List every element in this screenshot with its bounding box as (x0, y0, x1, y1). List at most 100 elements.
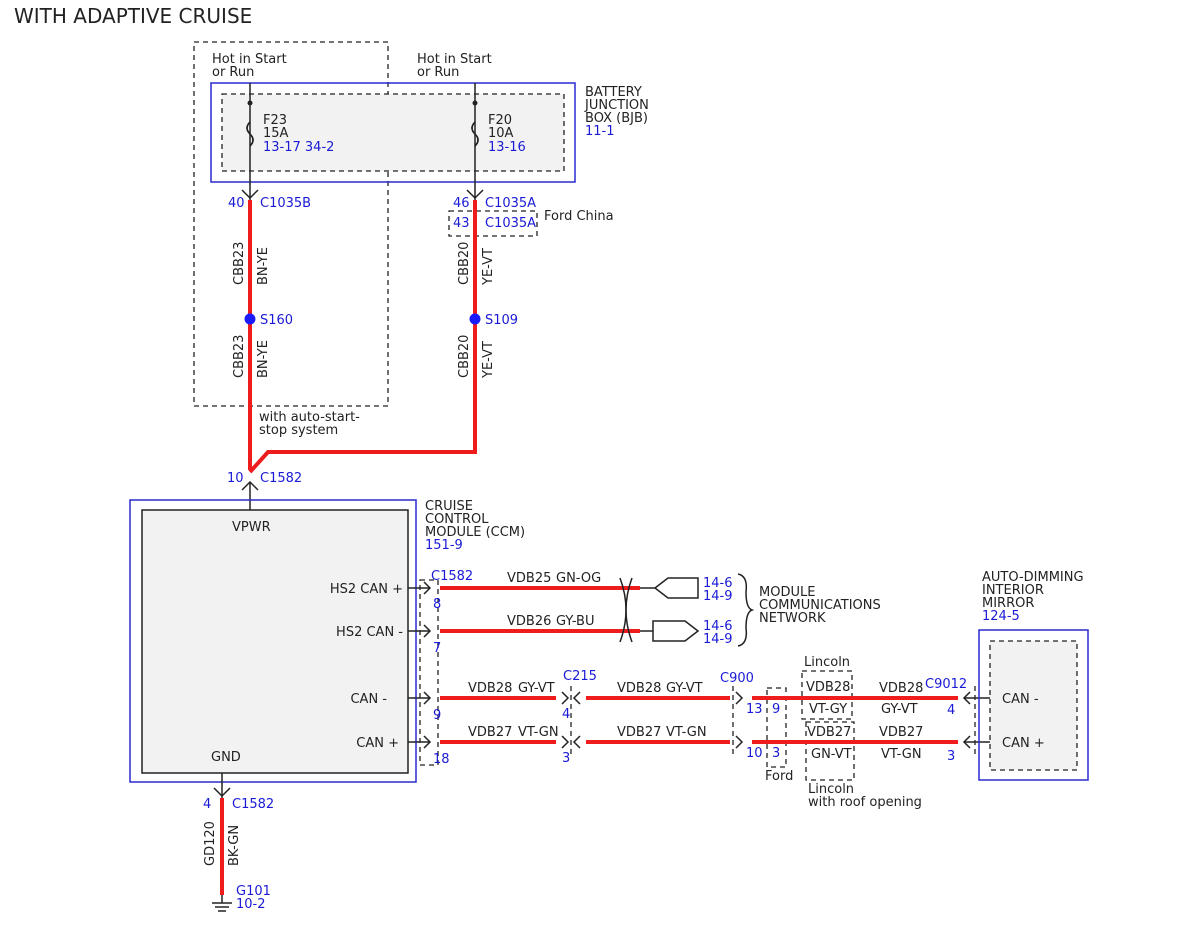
splice-s109 (469, 313, 481, 325)
hot-label-left-1: Hot in Start (212, 52, 287, 67)
connector-chevron-icon (572, 691, 581, 705)
ccm-name-1: CRUISE (425, 499, 473, 514)
c900-pin10: 10 (746, 746, 763, 761)
c215-pin4: 4 (562, 707, 570, 722)
vdb28-color-3: GY-VT (881, 702, 918, 717)
lincoln-vdb28: VDB28 (806, 680, 850, 695)
lincoln-roof-2: with roof opening (808, 795, 922, 810)
f23-amps: 15A (263, 126, 289, 141)
china-conn: C1035A (485, 216, 536, 231)
vdb26-color: GY-BU (556, 614, 595, 629)
ford-pin3: 3 (772, 746, 780, 761)
ccm-in-conn: C1582 (260, 471, 302, 486)
cbb23-color-lower: BN-YE (256, 340, 271, 378)
china-pin: 43 (453, 216, 470, 231)
connector-chevron-icon (423, 581, 432, 595)
page-title: WITH ADAPTIVE CRUISE (14, 4, 252, 28)
off-page-arrow-icon (653, 577, 699, 599)
c1582-label: C1582 (431, 569, 473, 584)
vdb28-circuit-3: VDB28 (879, 681, 923, 696)
f20-amps: 10A (488, 126, 514, 141)
ford-china-label: Ford China (544, 209, 614, 224)
c1035a-name: C1035A (485, 196, 536, 211)
ford-label: Ford (765, 769, 793, 784)
c1582-pin18: 18 (433, 752, 450, 767)
c9012-label: C9012 (925, 677, 967, 692)
vdb25-circuit: VDB25 (507, 571, 551, 586)
vdb27-circuit-3: VDB27 (879, 725, 923, 740)
ccm-gnd: GND (211, 750, 241, 765)
c1582-output-connector (419, 579, 439, 766)
hot-label-right-1: Hot in Start (417, 52, 492, 67)
gd120-color: BK-GN (227, 825, 242, 866)
ccm-outline (129, 499, 417, 783)
net-ref-a1: 14-6 (703, 576, 733, 591)
ccm-name-3: MODULE (CCM) (425, 525, 525, 540)
connector-chevron-icon (423, 735, 432, 749)
ccm-vpwr: VPWR (232, 520, 271, 535)
vdb28-circuit-1: VDB28 (468, 681, 512, 696)
hot-label-right-2: or Run (417, 65, 459, 80)
ford-china-box (448, 210, 538, 237)
vdb27-circuit-1: VDB27 (468, 725, 512, 740)
cbb20-circuit-upper: CBB20 (457, 242, 472, 285)
network-name-3: NETWORK (759, 611, 826, 626)
bjb-inner (221, 93, 565, 172)
c1035b-pin: 40 (228, 196, 245, 211)
net-ref-b2: 14-9 (703, 632, 733, 647)
c215-label: C215 (563, 669, 597, 684)
ford-pin9: 9 (772, 702, 780, 717)
bjb-ref: 11-1 (585, 124, 615, 139)
mirror-name-2: INTERIOR (982, 583, 1044, 598)
c1582-pin9: 9 (433, 708, 441, 723)
ccm-hs2-can-plus: HS2 CAN + (330, 582, 403, 597)
lincoln-roof-box (805, 721, 855, 781)
wire-cbb20 (248, 200, 477, 474)
mirror-name-3: MIRROR (982, 596, 1034, 611)
mirror-can-plus: CAN + (1002, 736, 1045, 751)
connector-chevron-icon (466, 189, 484, 200)
cbb23-color-upper: BN-YE (256, 247, 271, 285)
gd120-circuit: GD120 (203, 821, 218, 866)
connector-chevron-icon (561, 735, 570, 749)
f23-name: F23 (263, 113, 287, 128)
fuse-icon (246, 121, 254, 147)
ccm-can-minus: CAN - (350, 692, 387, 707)
c1035b-name: C1035B (260, 196, 311, 211)
vdb27-circuit-2: VDB27 (617, 725, 661, 740)
connector-chevron-icon (241, 189, 259, 200)
c1035a-pin: 46 (453, 196, 470, 211)
vdb26-circuit: VDB26 (507, 614, 551, 629)
ccm-in-pin: 10 (227, 471, 244, 486)
c215-pin3: 3 (562, 751, 570, 766)
c1582-pin7: 7 (433, 641, 441, 656)
ccm-name-2: CONTROL (425, 512, 489, 527)
s109-label: S109 (485, 313, 518, 328)
vdb28-color-1: GY-VT (518, 681, 555, 696)
c900-label: C900 (720, 671, 754, 686)
lincoln-label: Lincoln (804, 655, 850, 670)
vdb27-color-3: VT-GN (881, 747, 922, 762)
bjb-name-2: JUNCTION (584, 98, 649, 113)
lincoln-gnvt: GN-VT (811, 747, 852, 762)
net-ref-b1: 14-6 (703, 619, 733, 634)
cbb20-color-upper: YE-VT (481, 248, 496, 286)
autostart-label-1: with auto-start- (259, 410, 360, 425)
cbb23-circuit-lower: CBB23 (232, 335, 247, 378)
twisted-pair-icon (625, 577, 633, 643)
connector-chevron-icon (735, 735, 744, 749)
brace-icon (737, 573, 755, 647)
bjb-outline (210, 82, 576, 183)
vdb25-color: GN-OG (556, 571, 601, 586)
f20-name: F20 (488, 113, 512, 128)
mirror-can-minus: CAN - (1002, 692, 1039, 707)
connector-chevron-icon (561, 691, 570, 705)
connector-chevron-icon (423, 691, 432, 705)
lincoln-roof-1: Lincoln (808, 782, 854, 797)
splice-s160 (244, 313, 256, 325)
f23-ref: 13-17 34-2 (263, 140, 334, 155)
lincoln-vtgy: VT-GY (809, 702, 847, 717)
ford-variant-box (766, 687, 787, 768)
lincoln-vdb27: VDB27 (807, 725, 851, 740)
